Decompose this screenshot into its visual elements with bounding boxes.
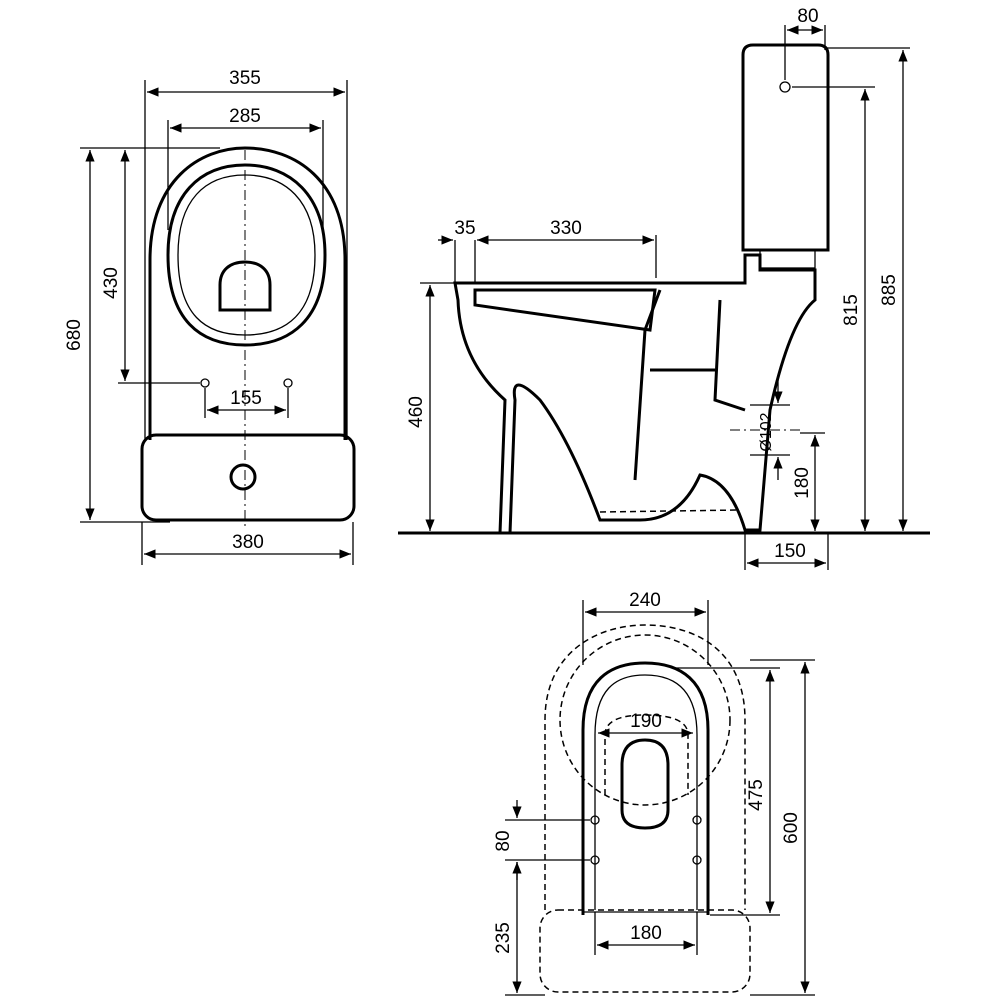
dim-top-width-seat: 285: [229, 106, 261, 127]
dim-top-length: 680: [64, 319, 85, 351]
dim-base-width-top: 240: [629, 590, 661, 611]
top-view: 355 285 680 430 155 380: [64, 68, 356, 565]
dim-base-fixing-spacing: 80: [493, 830, 514, 851]
dim-side-outlet-height: 180: [792, 467, 813, 499]
flush-button: [229, 463, 257, 491]
dim-side-total-height: 885: [879, 274, 900, 306]
dim-top-hole-distance: 430: [101, 267, 122, 299]
cistern: [741, 43, 830, 252]
dim-side-tank-inlet: 80: [797, 6, 818, 27]
dim-base-fixing-offset: 235: [493, 922, 514, 954]
base-outlet: [620, 738, 670, 830]
dim-base-width-mid: 190: [630, 711, 662, 732]
dim-base-length-inner: 475: [746, 779, 767, 811]
bowl-outline: [148, 146, 347, 440]
base-view: 240 190 475 600 80 235 180: [493, 590, 815, 996]
seat-opening: [166, 163, 327, 347]
outlet-hole: [218, 260, 272, 312]
dim-top-width-tank: 380: [232, 532, 264, 553]
dim-side-bowl-length: 330: [550, 218, 582, 239]
dim-side-rim-offset: 35: [454, 218, 475, 239]
dim-side-outlet-diameter: Ø102: [758, 412, 775, 451]
dim-top-width-outer: 355: [229, 68, 261, 89]
dim-top-hole-spacing: 155: [230, 388, 262, 409]
base-outline: [581, 661, 710, 915]
dim-side-seat-height: 460: [406, 396, 427, 428]
dim-side-outlet-distance: 150: [774, 541, 806, 562]
dim-base-length-total: 600: [781, 812, 802, 844]
bowl-profile: [453, 253, 817, 535]
dim-base-width-bottom: 180: [630, 923, 662, 944]
dim-side-inlet-height: 815: [841, 294, 862, 326]
side-view: 35 330 460 80 815 885 Ø102 180 150: [398, 6, 930, 570]
tank-top: [140, 433, 356, 522]
